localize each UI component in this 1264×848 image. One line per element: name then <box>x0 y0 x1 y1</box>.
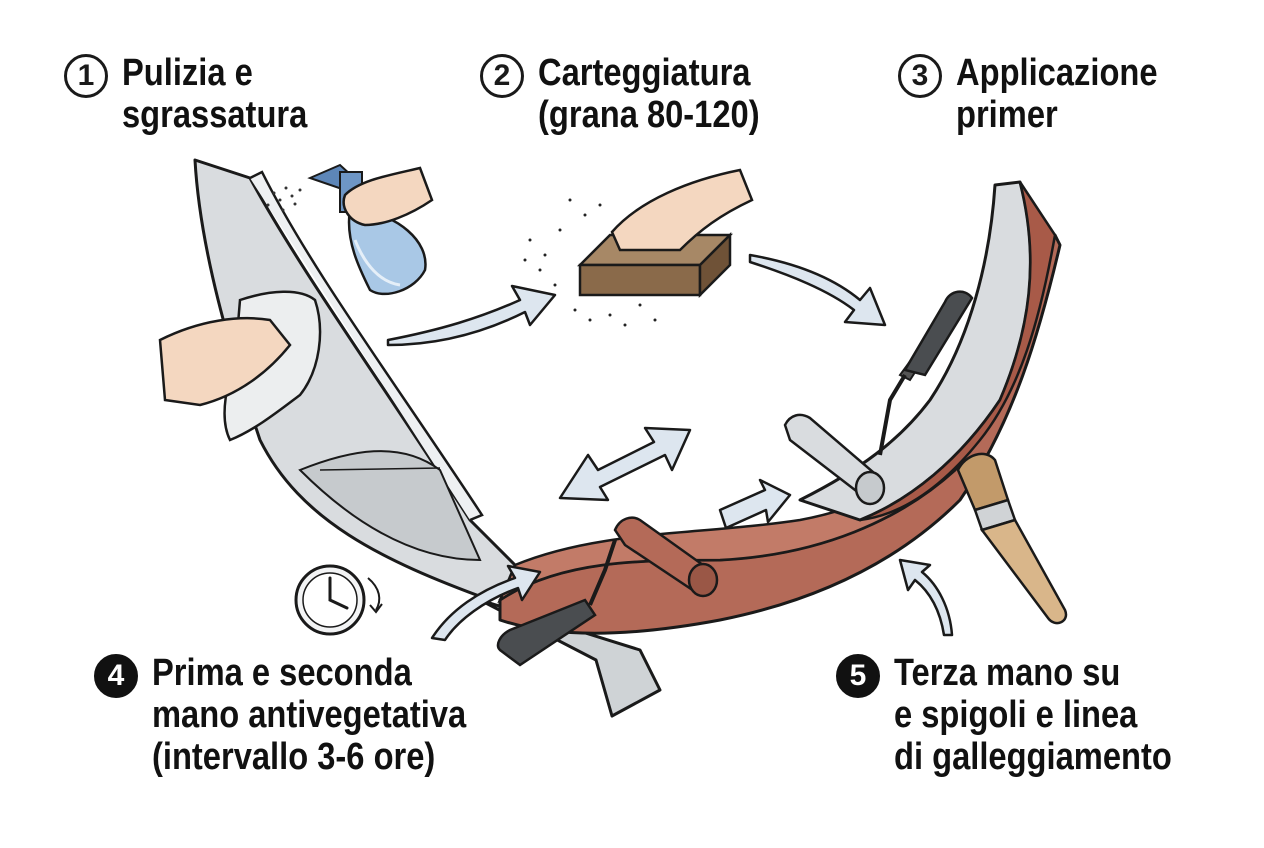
clock-icon <box>296 566 382 634</box>
step-number-badge: 5 <box>836 654 880 698</box>
step-label: Prima e seconda mano antivegetativa (int… <box>152 652 517 778</box>
step-label-line: (intervallo 3-6 ore) <box>152 736 466 778</box>
step-label: Pulizia e sgrassatura <box>122 52 337 136</box>
step-label: Carteggiatura (grana 80-120) <box>538 52 796 136</box>
step-label-line: (grana 80-120) <box>538 94 760 136</box>
step-3: 3 Applicazione primer <box>898 52 1190 136</box>
step-1: 1 Pulizia e sgrassatura <box>64 52 337 136</box>
step-4: 4 Prima e seconda mano antivegetativa (i… <box>94 652 517 778</box>
step-label: Terza mano su e spigoli e linea di galle… <box>894 652 1217 778</box>
step-label-line: di galleggiamento <box>894 736 1172 778</box>
step-label-line: Applicazione <box>956 52 1158 94</box>
step-label-line: e spigoli e linea <box>894 694 1172 736</box>
sanding-block-icon <box>524 170 753 327</box>
paint-brush-icon <box>958 454 1066 623</box>
step-label-line: Carteggiatura <box>538 52 760 94</box>
step-5: 5 Terza mano su e spigoli e linea di gal… <box>836 652 1217 778</box>
step-number-badge: 3 <box>898 54 942 98</box>
step-label: Applicazione primer <box>956 52 1190 136</box>
step-label-line: Terza mano su <box>894 652 1172 694</box>
step-number-badge: 2 <box>480 54 524 98</box>
step-2: 2 Carteggiatura (grana 80-120) <box>480 52 796 136</box>
step-number-badge: 4 <box>94 654 138 698</box>
step-number-badge: 1 <box>64 54 108 98</box>
step-label-line: sgrassatura <box>122 94 307 136</box>
step-label-line: Prima e seconda <box>152 652 466 694</box>
step-label-line: primer <box>956 94 1158 136</box>
step-label-line: Pulizia e <box>122 52 307 94</box>
step-label-line: mano antivegetativa <box>152 694 466 736</box>
